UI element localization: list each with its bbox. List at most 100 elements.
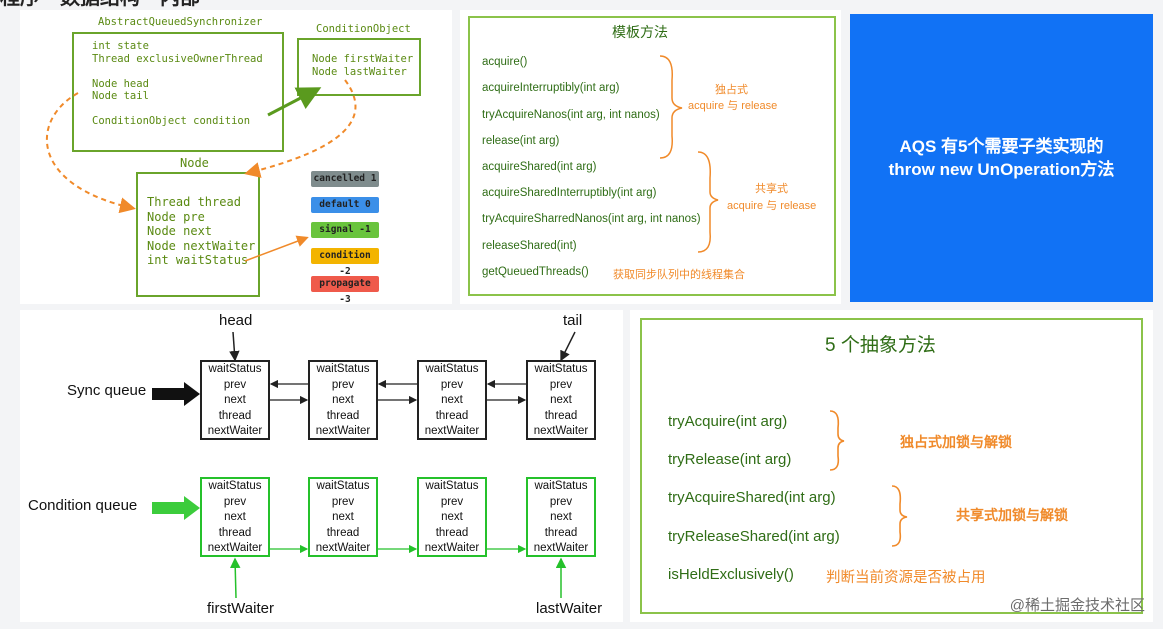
condition-queue-entry-arrow xyxy=(152,496,200,520)
tail-label: tail xyxy=(563,312,583,329)
aqs-to-node-arrow xyxy=(45,92,136,214)
method-release: release(int arg) xyxy=(482,135,560,147)
field-next: next xyxy=(441,511,463,523)
shared-label: 共享式 xyxy=(755,183,788,195)
method-try-release: tryRelease(int arg) xyxy=(668,451,792,468)
status-default: default 0 xyxy=(311,197,379,213)
field-next-waiter: nextWaiter xyxy=(315,542,371,554)
method-try-acquire-nanos: tryAcquireNanos(int arg, int nanos) xyxy=(482,109,660,121)
sync-node: waitStatus prev next thread nextWaiter xyxy=(526,360,596,440)
field-next: next xyxy=(224,394,246,406)
field-wait-status: waitStatus xyxy=(534,480,588,492)
condition-node: waitStatus prev next thread nextWaiter xyxy=(200,477,270,557)
head-pointer xyxy=(229,331,240,362)
field-prev: prev xyxy=(549,378,573,391)
condition-node: waitStatus prev next thread nextWaiter xyxy=(417,477,487,557)
field-next: next xyxy=(550,394,572,406)
field-wait-status: waitStatus xyxy=(208,480,262,492)
field-thread: thread xyxy=(218,526,252,539)
aqs-fields: int state Thread exclusiveOwnerThread No… xyxy=(92,40,263,127)
field-prev: prev xyxy=(549,495,573,508)
shared-brace xyxy=(697,151,719,253)
page-heading: 程序—数据结构—内部 xyxy=(0,0,200,8)
method-is-held-exclusively: isHeldExclusively() xyxy=(668,566,794,583)
field-next: next xyxy=(332,511,354,523)
method-acquire-shared: acquireShared(int arg) xyxy=(482,161,597,173)
field-thread: thread xyxy=(326,409,360,422)
field-next-waiter: nextWaiter xyxy=(424,542,480,554)
method-release-shared: releaseShared(int) xyxy=(482,240,577,252)
method-try-release-shared: tryReleaseShared(int arg) xyxy=(668,528,840,545)
status-propagate: propagate -3 xyxy=(311,276,379,305)
sync-queue-entry-arrow xyxy=(152,382,200,406)
aqs-box xyxy=(72,32,284,152)
condition-object-fields: Node firstWaiter Node lastWaiter xyxy=(312,53,414,78)
aqs-summary-line2: throw new UnOperation方法 xyxy=(888,160,1115,179)
field-next: next xyxy=(441,394,463,406)
waitstatus-arrow xyxy=(244,235,309,262)
condition-object-title: ConditionObject xyxy=(316,23,411,35)
field-prev: prev xyxy=(440,495,464,508)
template-methods-panel: 模板方法 acquire() acquireInterruptibly(int … xyxy=(460,10,841,304)
field-next: next xyxy=(332,394,354,406)
class-diagram-panel: AbstractQueuedSynchronizer int state Thr… xyxy=(20,10,452,305)
field-thread: thread xyxy=(435,409,469,422)
queue-diagram-panel: head tail Sync queue Condition queue fir… xyxy=(20,310,623,622)
abstract-braces xyxy=(829,410,908,547)
field-prev: prev xyxy=(331,378,355,391)
first-waiter-label: firstWaiter xyxy=(207,600,274,617)
exclusive-label: 独占式 xyxy=(715,84,748,96)
watermark: @稀土掘金技术社区 xyxy=(1009,597,1145,614)
queue-arrows xyxy=(152,331,576,599)
exclusive-lock-brace xyxy=(829,410,845,471)
status-signal: signal -1 xyxy=(311,222,379,238)
exclusive-brace xyxy=(659,55,683,159)
method-acquire-shared-interruptibly: acquireSharedInterruptibly(int arg) xyxy=(482,187,657,199)
sync-node: waitStatus prev next thread nextWaiter xyxy=(200,360,270,440)
field-thread: thread xyxy=(544,409,578,422)
tail-pointer xyxy=(560,331,576,362)
head-label: head xyxy=(219,312,253,329)
field-wait-status: waitStatus xyxy=(208,363,262,375)
queued-threads-note: 获取同步队列中的线程集合 xyxy=(613,269,745,281)
status-condition: condition -2 xyxy=(311,248,379,277)
aqs-summary-line1: AQS 有5个需要子类实现的 xyxy=(899,137,1104,156)
class-diagram-arrows xyxy=(45,79,357,262)
sync-queue-label: Sync queue xyxy=(67,382,147,399)
field-next-waiter: nextWaiter xyxy=(533,542,589,554)
field-wait-status: waitStatus xyxy=(316,363,370,375)
field-next: next xyxy=(550,511,572,523)
condition-queue-label: Condition queue xyxy=(28,497,138,514)
status-cancelled: cancelled 1 xyxy=(311,171,379,187)
field-next: next xyxy=(224,511,246,523)
field-next-waiter: nextWaiter xyxy=(533,425,589,437)
method-try-acquire: tryAcquire(int arg) xyxy=(668,413,788,430)
method-try-acquire-shared: tryAcquireShared(int arg) xyxy=(668,489,836,506)
field-wait-status: waitStatus xyxy=(425,363,479,375)
field-next-waiter: nextWaiter xyxy=(207,425,263,437)
field-next-waiter: nextWaiter xyxy=(207,542,263,554)
field-next-waiter: nextWaiter xyxy=(424,425,480,437)
sync-node: waitStatus prev next thread nextWaiter xyxy=(308,360,378,440)
field-thread: thread xyxy=(544,526,578,539)
field-prev: prev xyxy=(223,495,247,508)
method-get-queued-threads: getQueuedThreads() xyxy=(482,266,589,278)
shared-lock-brace xyxy=(891,485,908,547)
field-thread: thread xyxy=(218,409,252,422)
shared-sub: acquire 与 release xyxy=(727,200,817,212)
aqs-to-condition-arrow xyxy=(267,87,322,117)
method-acquire-interruptibly: acquireInterruptibly(int arg) xyxy=(482,82,620,94)
abstract-methods-frame xyxy=(640,318,1143,614)
field-wait-status: waitStatus xyxy=(425,480,479,492)
template-braces xyxy=(659,55,719,253)
node-box xyxy=(136,172,260,297)
condition-object-box xyxy=(297,38,421,96)
aqs-title: AbstractQueuedSynchronizer xyxy=(98,16,263,28)
field-prev: prev xyxy=(331,495,355,508)
abstract-methods-title: 5 个抽象方法 xyxy=(825,335,936,356)
abstract-methods-panel: 5 个抽象方法 tryAcquire(int arg) tryRelease(i… xyxy=(630,310,1153,622)
field-prev: prev xyxy=(223,378,247,391)
template-methods-title: 模板方法 xyxy=(612,24,668,40)
field-thread: thread xyxy=(435,526,469,539)
node-title: Node xyxy=(180,156,209,170)
